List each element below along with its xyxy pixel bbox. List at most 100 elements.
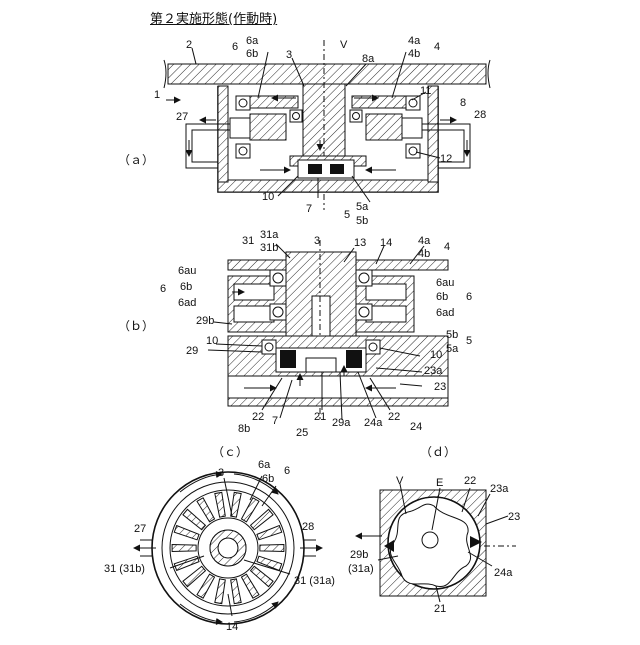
ref-label: 31 (31a) [294, 575, 335, 587]
ref-label: 4 [434, 41, 440, 53]
ref-label: 27 [134, 523, 146, 535]
ref-label: 4b [418, 248, 430, 260]
coil-tooth [197, 498, 215, 522]
ref-label: 5 [466, 335, 472, 347]
ref-label: V [396, 475, 404, 487]
coil-tooth [260, 544, 284, 551]
ref-label: 8a [362, 53, 375, 65]
coil-tooth [183, 509, 206, 529]
ref-label: 22 [464, 475, 476, 487]
ref-label: 7 [272, 415, 278, 427]
ref-label: 6au [436, 277, 454, 289]
ref-label: 3 [286, 49, 292, 61]
ref-label: 6ad [178, 297, 196, 309]
ref-label: 4a [408, 35, 421, 47]
coil-tooth [251, 509, 274, 529]
ref-label: 13 [354, 237, 366, 249]
ref-label: 29 [186, 345, 198, 357]
ref-label: 5a [446, 343, 459, 355]
panel-label-b: （ｂ） [118, 319, 154, 333]
ref-label: 22 [388, 411, 400, 423]
coil-tooth [183, 566, 206, 586]
ref-label: 5b [446, 329, 458, 341]
ref-label: 27 [176, 111, 188, 123]
ref-label: 1 [154, 89, 160, 101]
ref-label: (31a) [348, 563, 374, 575]
ref-label: 23 [508, 511, 520, 523]
panel-a-drawing [164, 40, 490, 210]
ref-label: 6au [178, 265, 196, 277]
ref-label: 6b [262, 473, 274, 485]
ref-label: 5a [356, 201, 369, 213]
ref-label: 24a [494, 567, 513, 579]
ref-label: 6 [466, 291, 472, 303]
ref-label: 4 [444, 241, 450, 253]
ref-label: 25 [296, 427, 308, 439]
coil-tooth [174, 556, 199, 570]
ref-label: 6 [160, 283, 166, 295]
panel-d-drawing [356, 484, 516, 602]
coil-tooth [251, 566, 274, 586]
ref-label: 10 [430, 349, 442, 361]
ref-label: 31b [260, 242, 278, 254]
ref-label: 21 [434, 603, 446, 615]
ref-label: 24a [364, 417, 383, 429]
ref-label: V [340, 39, 348, 51]
ref-label: 22 [252, 411, 264, 423]
coil-tooth [215, 579, 225, 604]
coil-tooth [241, 574, 259, 598]
ref-label: 6b [180, 281, 192, 293]
ref-label: 11 [420, 85, 431, 97]
ref-label: 14 [226, 621, 238, 633]
coil-tooth [241, 498, 259, 522]
ref-label: 3 [218, 467, 224, 479]
figure-title: 第２実施形態(作動時) [150, 8, 277, 27]
ref-label: 8b [238, 423, 250, 435]
ref-label: 5b [356, 215, 368, 227]
ref-label: 4a [418, 235, 431, 247]
coil-tooth [215, 492, 225, 517]
ref-label: 28 [302, 521, 314, 533]
coil-tooth [231, 579, 241, 604]
coil-tooth [231, 492, 241, 517]
ref-label: 6 [284, 465, 290, 477]
ref-label: 6b [246, 48, 258, 60]
panel-b-drawing [208, 240, 448, 420]
ref-label: 23a [424, 365, 443, 377]
ref-label: 5 [344, 209, 350, 221]
ref-label: 31 [242, 235, 254, 247]
ref-label: 6a [258, 459, 271, 471]
ref-label: 29a [332, 417, 351, 429]
panel-label-d: （ｄ） [420, 445, 456, 459]
ref-label: 2 [186, 39, 192, 51]
ref-label: 7 [306, 203, 312, 215]
ref-label: 21 [314, 411, 326, 423]
coil-tooth [257, 556, 282, 570]
ref-label: 23 [434, 381, 446, 393]
panel-label-c: （ｃ） [212, 445, 248, 459]
ref-label: 6a [246, 35, 259, 47]
ref-label: 29b [350, 549, 368, 561]
ref-label: 6b [436, 291, 448, 303]
panel-c-drawing [134, 472, 322, 624]
refs-c: 3 6a 6b 6 27 28 31 (31b) 31 (31a) 14 [104, 459, 335, 633]
ref-label: 23a [490, 483, 509, 495]
ref-label: 31a [260, 229, 279, 241]
ref-label: 31 (31b) [104, 563, 145, 575]
ref-label: 29b [196, 315, 214, 327]
ref-label: 12 [440, 153, 452, 165]
ref-label: 6 [232, 41, 238, 53]
ref-label: 8 [460, 97, 466, 109]
coil-tooth [197, 574, 215, 598]
ref-label: 6ad [436, 307, 454, 319]
ref-label: 14 [380, 237, 392, 249]
panel-label-a: （ａ） [118, 153, 154, 167]
ref-label: 10 [206, 335, 218, 347]
ref-label: 4b [408, 48, 420, 60]
ref-label: E [436, 477, 443, 489]
ref-label: 24 [410, 421, 422, 433]
ref-label: 3 [314, 235, 320, 247]
coil-tooth [172, 544, 196, 551]
